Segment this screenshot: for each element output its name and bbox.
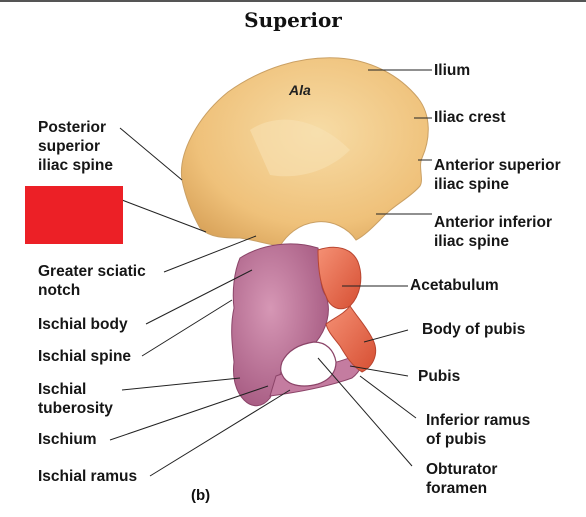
leader-lines: [109, 69, 432, 477]
label-inferior-ramus-of-pubis: Inferior ramus of pubis: [426, 412, 531, 448]
pubis-region: [325, 305, 377, 373]
label-ilium: Ilium: [434, 62, 471, 79]
ilium-shading: [250, 119, 350, 177]
label-ischial-spine: Ischial spine: [38, 348, 132, 365]
label-anterior-superior-iliac-spine: Anterior superior iliac spine: [434, 157, 561, 193]
obturator-foramen: [280, 341, 337, 387]
label-ischium: Ischium: [38, 431, 97, 448]
label-pubis: Pubis: [418, 368, 461, 385]
label-acetabulum: Acetabulum: [410, 277, 499, 294]
panel-label: (b): [191, 487, 211, 504]
label-body-of-pubis: Body of pubis: [422, 321, 526, 338]
label-iliac-crest: Iliac crest: [434, 109, 506, 126]
diagram-title: Superior: [244, 8, 342, 32]
label-ischial-ramus: Ischial ramus: [38, 468, 138, 485]
label-anterior-inferior-iliac-spine: Anterior inferior iliac spine: [434, 214, 552, 250]
ala-label: Ala: [289, 82, 311, 98]
label-ischial-body: Ischial body: [38, 316, 128, 333]
label-obturator-foramen: Obturator foramen: [426, 461, 498, 497]
redaction-box: [25, 186, 123, 244]
label-posterior-superior-iliac-spine: Posterior superior iliac spine: [38, 119, 113, 174]
top-border: [0, 0, 586, 2]
label-ischial-tuberosity: Ischial tuberosity: [38, 381, 113, 417]
label-greater-sciatic-notch: Greater sciatic notch: [38, 263, 146, 299]
